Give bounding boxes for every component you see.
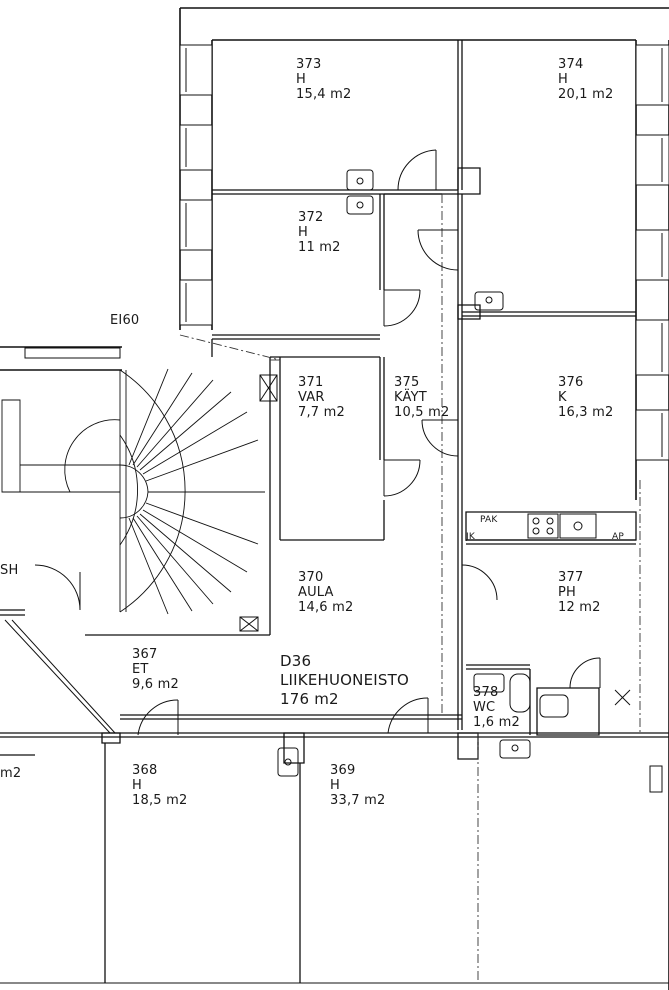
room-id: 377: [558, 570, 584, 585]
room-378: 378 WC 1,6 m2: [473, 685, 520, 730]
room-area: 1,6 m2: [473, 715, 520, 730]
interior-walls: [0, 40, 669, 983]
room-area: 15,4 m2: [296, 87, 352, 102]
sink-373: [347, 170, 373, 190]
kitchen-mark-jk: JK: [466, 532, 475, 542]
spiral-staircase: [2, 369, 265, 614]
room-area: 10,5 m2: [394, 405, 450, 420]
fire-class-label: EI60: [110, 313, 140, 328]
room-370: 370 AULA 14,6 m2: [298, 570, 353, 615]
doors: [5, 150, 600, 735]
room-name: VAR: [298, 390, 325, 405]
room-id: 370: [298, 570, 324, 585]
room-id: 373: [296, 57, 322, 72]
dashed-lines: [180, 194, 640, 983]
room-367: 367 ET 9,6 m2: [132, 647, 179, 692]
room-name: AULA: [298, 585, 334, 600]
room-area: 12 m2: [558, 600, 601, 615]
room-area: 9,6 m2: [132, 677, 179, 692]
room-375: 375 KÄYT 10,5 m2: [394, 375, 449, 420]
room-374: 374 H 20,1 m2: [558, 57, 613, 102]
kitchen-sink: [560, 514, 596, 538]
room-id: 372: [298, 210, 324, 225]
toilet: [510, 674, 530, 712]
room-area: 14,6 m2: [298, 600, 354, 615]
room-area: 18,5 m2: [132, 793, 188, 808]
apartment-type: LIIKEHUONEISTO: [280, 671, 409, 689]
room-372: 372 H 11 m2: [298, 210, 341, 255]
apartment-area: 176 m2: [280, 690, 339, 708]
apartment-label: D36 LIIKEHUONEISTO 176 m2: [280, 652, 409, 709]
vent-371: [260, 375, 277, 401]
room-id: 376: [558, 375, 584, 390]
room-area: 33,7 m2: [330, 793, 386, 808]
exterior-walls: [0, 8, 669, 990]
sink-372: [347, 196, 373, 214]
room-id: 374: [558, 57, 584, 72]
room-369: 369 H 33,7 m2: [330, 763, 385, 808]
sink-369: [278, 748, 298, 776]
area-fragment-left: m2: [0, 766, 22, 781]
kitchen-mark-ap: AP: [612, 532, 624, 542]
room-name: H: [296, 72, 306, 87]
room-name: KÄYT: [394, 390, 427, 405]
room-area: 7,7 m2: [298, 405, 345, 420]
window-openings: [25, 45, 669, 460]
room-name: ET: [132, 662, 149, 677]
room-371: 371 VAR 7,7 m2: [298, 375, 345, 420]
room-id: 367: [132, 647, 158, 662]
room-name: H: [132, 778, 142, 793]
room-name: PH: [558, 585, 577, 600]
room-area: 11 m2: [298, 240, 341, 255]
room-376: 376 K 16,3 m2: [558, 375, 613, 420]
sink-376: [475, 292, 503, 310]
apartment-code: D36: [280, 652, 312, 670]
room-name: H: [298, 225, 308, 240]
kitchen-mark-pak: PAK: [480, 515, 498, 525]
room-373: 373 H 15,4 m2: [296, 57, 351, 102]
wc-sink: [474, 674, 504, 692]
room-377: 377 PH 12 m2: [558, 570, 601, 615]
room-id: 371: [298, 375, 324, 390]
stove: [528, 514, 558, 538]
sink-378: [500, 740, 530, 758]
fixtures: [240, 170, 662, 792]
room-area: 20,1 m2: [558, 87, 614, 102]
room-name: H: [330, 778, 340, 793]
room-id: 378: [473, 685, 499, 700]
room-id: 368: [132, 763, 158, 778]
room-name: K: [558, 390, 567, 405]
room-368: 368 H 18,5 m2: [132, 763, 187, 808]
wash-machine: [540, 695, 568, 717]
stair-fragment-label: SH: [0, 563, 19, 578]
door-right-edge: [650, 766, 662, 792]
room-id: 375: [394, 375, 420, 390]
room-name: H: [558, 72, 568, 87]
room-name: WC: [473, 700, 496, 715]
room-id: 369: [330, 763, 356, 778]
room-area: 16,3 m2: [558, 405, 614, 420]
vent-stair: [240, 617, 258, 631]
